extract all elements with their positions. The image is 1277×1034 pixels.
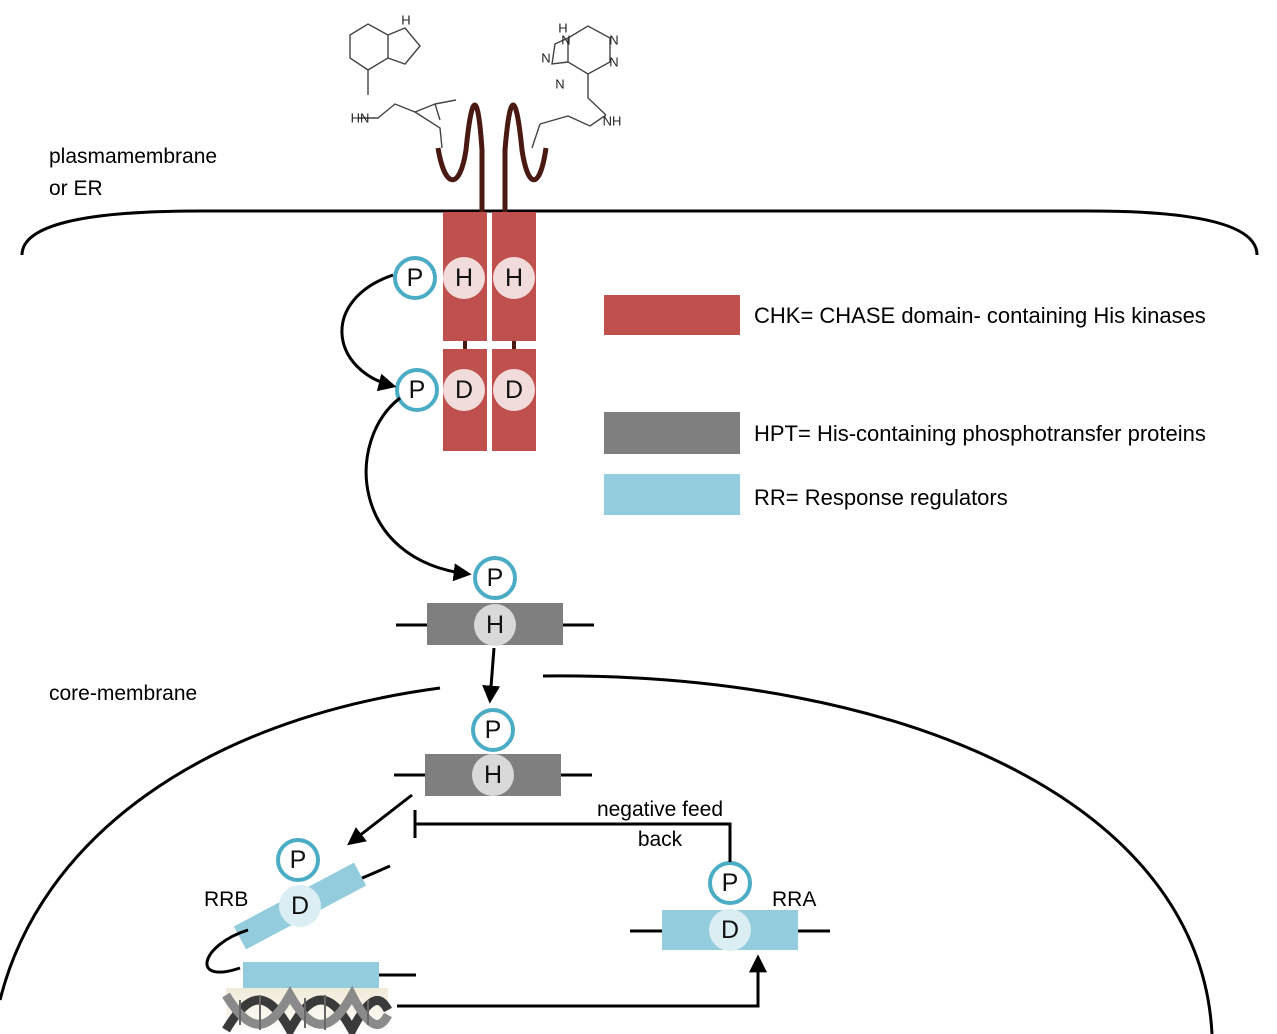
- rrb-dna-bound-block: [243, 962, 379, 988]
- negative-feedback-label-line1: negative feed: [597, 798, 723, 821]
- legend-rr-swatch: [604, 474, 740, 515]
- hpt-nuc-his-label: H: [484, 761, 502, 789]
- arrow-his-to-asp: [340, 273, 397, 392]
- rrb-asp-label: D: [291, 892, 309, 920]
- chk-asp-residue-1-label: D: [455, 376, 473, 404]
- phosphate-rra-label: P: [722, 869, 739, 897]
- phosphate-rra: [708, 861, 752, 905]
- rra-asp-label: D: [721, 916, 739, 944]
- legend-chk-swatch: [604, 295, 740, 335]
- legend-rr-text: RR= Response regulators: [754, 485, 1008, 510]
- legend-hpt-text: HPT= His-containing phosphotransfer prot…: [754, 421, 1206, 446]
- chk-his-residue-1-label: H: [455, 264, 473, 292]
- chk-asp-residue-2: [493, 369, 535, 411]
- chem-left-hn: HN: [351, 111, 370, 126]
- phosphate-chk-his: [393, 256, 437, 300]
- arrow-hpt-to-rrb: [347, 793, 413, 846]
- chem-right-n2: N: [609, 33, 618, 48]
- phosphate-hpt-cyto-label: P: [487, 564, 504, 592]
- dna-double-helix: [222, 985, 392, 1034]
- chk-his-residue-2-label: H: [505, 264, 523, 292]
- chem-right-n1: N: [561, 33, 570, 48]
- cytokinin-molecule-left: [349, 23, 457, 149]
- chem-right-nh: NH: [603, 114, 622, 129]
- phosphate-hpt-cyto: [473, 556, 517, 600]
- plasma-membrane: [20, 209, 1259, 256]
- cytokinin-molecule-right: [531, 25, 611, 149]
- chk-connector-2: [512, 341, 516, 349]
- chem-right-h: H: [558, 21, 567, 36]
- hpt-cyto-his-label: H: [486, 611, 504, 639]
- legend-hpt-swatch: [604, 412, 740, 454]
- phosphate-chk-his-label: P: [407, 264, 424, 292]
- rrb-label: RRB: [204, 888, 248, 911]
- negative-feedback-line: [415, 822, 732, 862]
- arrow-hpt-nuclear-import: [482, 647, 501, 704]
- nuclear-membrane-left: [0, 686, 441, 1001]
- rra-asp-residue: [709, 909, 751, 951]
- phosphate-chk-asp: [395, 368, 439, 412]
- negative-feedback-label-line2: back: [638, 828, 683, 851]
- receptor-extracellular-loops: [435, 102, 549, 212]
- phosphate-rrb: [276, 838, 320, 882]
- rra-label: RRA: [772, 888, 816, 911]
- rrb-protein: [205, 862, 391, 974]
- legend-chk-text: CHK= CHASE domain- containing His kinase…: [754, 303, 1206, 328]
- phosphate-chk-asp-label: P: [409, 376, 426, 404]
- nuclear-membrane-right: [542, 674, 1214, 1034]
- chem-right-n4: N: [609, 55, 618, 70]
- chk-his-residue-1: [443, 257, 485, 299]
- phosphate-hpt-nuc-label: P: [485, 716, 502, 744]
- hpt-nuc-his-residue: [472, 754, 514, 796]
- phosphate-hpt-nuc: [471, 708, 515, 752]
- legend: CHK= CHASE domain- containing His kinase…: [604, 295, 1206, 515]
- chem-left-h: H: [401, 13, 410, 28]
- core-membrane-label: core-membrane: [49, 682, 197, 705]
- chk-his-residue-2: [493, 257, 535, 299]
- chk-asp-residue-1: [443, 369, 485, 411]
- plasma-membrane-label-line2: or ER: [49, 177, 103, 200]
- chem-right-n3: N: [541, 51, 550, 66]
- hpt-cyto-his-residue: [474, 604, 516, 646]
- plasma-membrane-label-line1: plasmamembrane: [49, 145, 217, 168]
- arrow-transcription-to-rra: [397, 954, 767, 1008]
- arrow-asp-to-hpt: [364, 396, 472, 582]
- chk-connector-1: [463, 341, 467, 349]
- phosphate-rrb-label: P: [290, 846, 307, 874]
- chem-right-n5: N: [555, 77, 564, 92]
- chk-asp-residue-2-label: D: [505, 376, 523, 404]
